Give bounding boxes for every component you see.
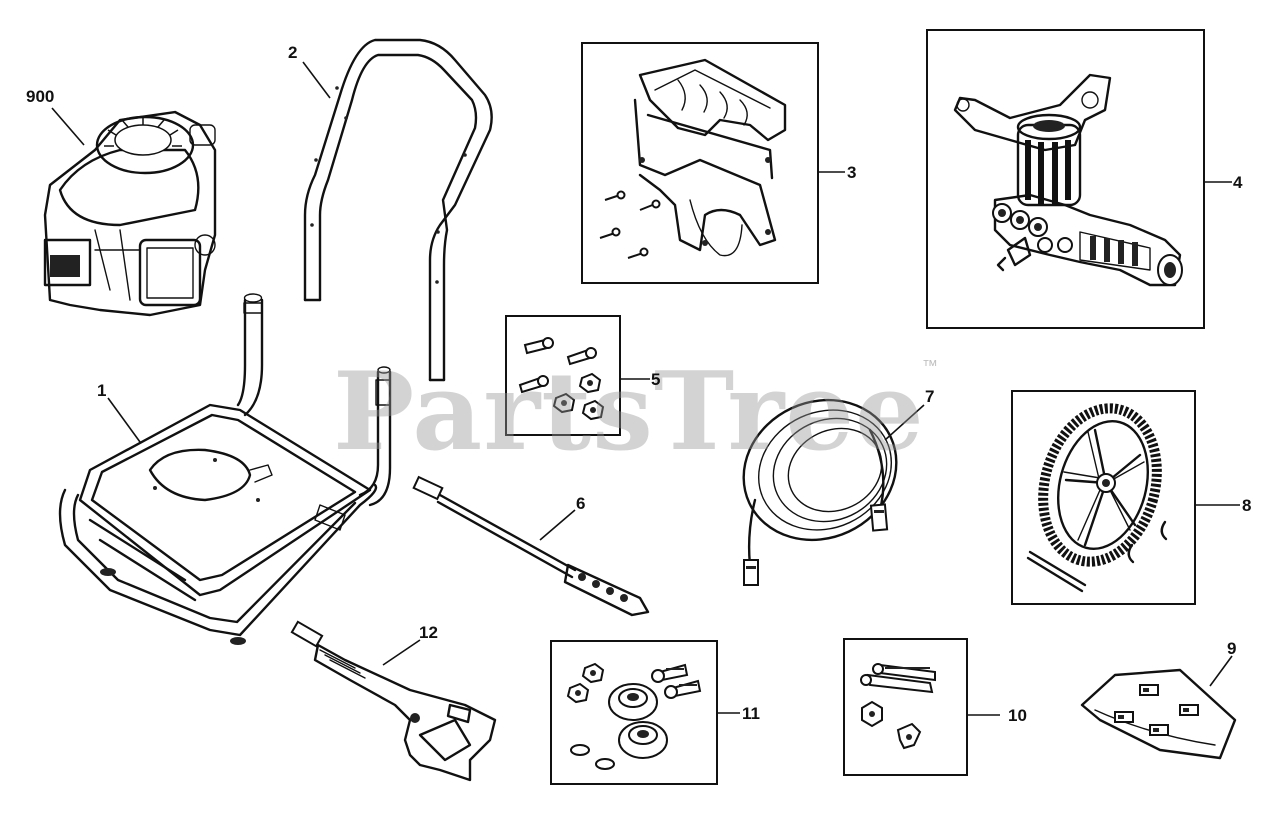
callout-11[interactable]: 11 xyxy=(742,704,760,723)
wheel-kit-part[interactable] xyxy=(1011,390,1196,605)
hose-part[interactable] xyxy=(721,375,920,586)
leader-lines xyxy=(51,61,1240,716)
watermark-text: PartsTree xyxy=(333,349,925,475)
frame-part[interactable] xyxy=(58,293,392,645)
nozzle-set-part[interactable] xyxy=(1080,668,1237,760)
callout-5[interactable]: 5 xyxy=(651,370,661,389)
hardware-kit-10-part[interactable] xyxy=(843,638,968,776)
callout-1[interactable]: 1 xyxy=(97,381,107,400)
callout-900[interactable]: 900 xyxy=(26,87,55,106)
callout-3[interactable]: 3 xyxy=(847,163,857,182)
watermark-trademark: ™ xyxy=(922,358,938,375)
callout-9[interactable]: 9 xyxy=(1227,639,1237,658)
pump-part[interactable] xyxy=(926,29,1205,329)
hardware-kit-11-part[interactable] xyxy=(550,640,718,785)
hardware-kit-5-part[interactable] xyxy=(505,315,621,436)
handle-part[interactable] xyxy=(303,38,493,382)
spray-gun-part[interactable] xyxy=(290,620,497,782)
callout-10[interactable]: 10 xyxy=(1008,706,1027,725)
callout-2[interactable]: 2 xyxy=(288,43,298,62)
callout-4[interactable]: 4 xyxy=(1233,173,1243,192)
spray-wand-part[interactable] xyxy=(412,475,650,617)
callout-6[interactable]: 6 xyxy=(576,494,586,513)
callout-7[interactable]: 7 xyxy=(925,387,935,406)
bracket-kit-part[interactable] xyxy=(581,42,819,284)
callout-8[interactable]: 8 xyxy=(1242,496,1252,515)
callout-12[interactable]: 12 xyxy=(419,623,438,642)
engine-part[interactable] xyxy=(43,110,217,317)
